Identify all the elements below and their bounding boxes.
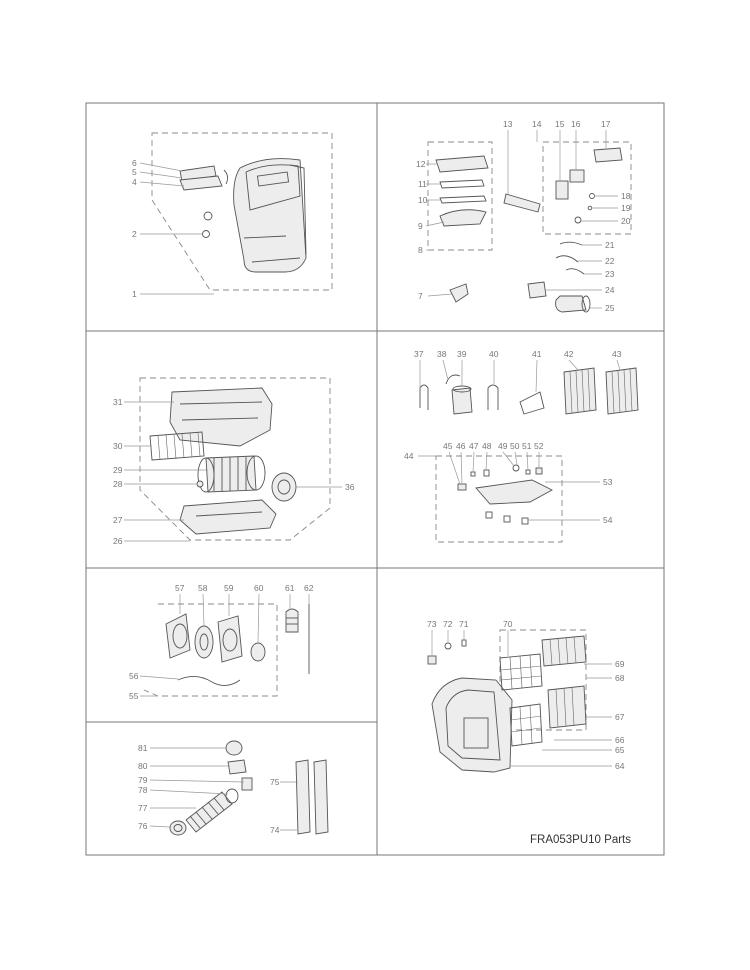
callout-43: 43: [612, 349, 622, 359]
panel-frames: [85, 102, 665, 856]
callout-65: 65: [615, 745, 625, 755]
callout-46: 46: [456, 441, 466, 451]
callout-20: 20: [621, 216, 631, 226]
callout-57: 57: [175, 583, 185, 593]
callout-17: 17: [601, 119, 611, 129]
callout-13: 13: [503, 119, 513, 129]
panel-controls: 12 11 10 9 8 7 13 14 15 16 17 18 19 20 2…: [416, 119, 632, 313]
callout-53: 53: [603, 477, 613, 487]
callout-28: 28: [113, 479, 123, 489]
callout-15: 15: [555, 119, 565, 129]
callout-16: 16: [571, 119, 581, 129]
callout-69: 69: [615, 659, 625, 669]
panel-cabinet: 6 5 4 2 1: [132, 132, 333, 299]
callout-44: 44: [404, 451, 414, 461]
rear-grille-67: [547, 685, 587, 729]
rear-grille-69: [541, 635, 587, 667]
callout-31: 31: [113, 397, 123, 407]
panel-fan-motor: 57 58 59 60 61 62 56 55: [129, 583, 314, 701]
callout-56: 56: [129, 671, 139, 681]
callout-4: 4: [132, 177, 137, 187]
callout-74: 74: [270, 825, 280, 835]
blower-wheel: [197, 455, 266, 493]
callout-76: 76: [138, 821, 148, 831]
rear-filter-70: [499, 653, 543, 691]
callout-42: 42: [564, 349, 574, 359]
callout-26: 26: [113, 536, 123, 546]
callout-23: 23: [605, 269, 615, 279]
callout-10: 10: [418, 195, 428, 205]
callout-21: 21: [605, 240, 615, 250]
callout-54: 54: [603, 515, 613, 525]
callout-80: 80: [138, 761, 148, 771]
callout-68: 68: [615, 673, 625, 683]
callout-60: 60: [254, 583, 264, 593]
panel-rear-cover: 73 72 71 70 69 68 67 66 65 64: [427, 619, 625, 773]
callout-49: 49: [498, 441, 508, 451]
panel-exhaust: 81 80 79 78 77 76 75 74: [138, 740, 329, 836]
callout-39: 39: [457, 349, 467, 359]
callout-45: 45: [443, 441, 453, 451]
callout-27: 27: [113, 515, 123, 525]
callout-48: 48: [482, 441, 492, 451]
callout-55: 55: [129, 691, 139, 701]
callout-11: 11: [418, 179, 427, 189]
condenser-fins: [611, 368, 633, 414]
callout-29: 29: [113, 465, 123, 475]
callout-38: 38: [437, 349, 447, 359]
callout-51: 51: [522, 441, 532, 451]
callout-67: 67: [615, 712, 625, 722]
callout-50: 50: [510, 441, 520, 451]
callout-73: 73: [427, 619, 437, 629]
callout-58: 58: [198, 583, 208, 593]
callout-66: 66: [615, 735, 625, 745]
callout-22: 22: [605, 256, 615, 266]
callout-9: 9: [418, 221, 423, 231]
callout-52: 52: [534, 441, 544, 451]
callout-78: 78: [138, 785, 148, 795]
callout-61: 61: [285, 583, 295, 593]
callout-79: 79: [138, 775, 148, 785]
callout-36: 36: [345, 482, 355, 492]
callout-47: 47: [469, 441, 479, 451]
callout-37: 37: [414, 349, 424, 359]
callout-24: 24: [605, 285, 615, 295]
diagram-caption: FRA053PU10 Parts: [530, 834, 631, 846]
callout-7: 7: [418, 291, 423, 301]
callout-19: 19: [621, 203, 631, 213]
filter-grid: [149, 431, 205, 461]
evaporator-fins: [569, 368, 591, 414]
callout-75: 75: [270, 777, 280, 787]
callout-18: 18: [621, 191, 631, 201]
callout-30: 30: [113, 441, 123, 451]
callout-14: 14: [532, 119, 542, 129]
callout-25: 25: [605, 303, 615, 313]
callout-59: 59: [224, 583, 234, 593]
callout-71: 71: [459, 619, 469, 629]
exhaust-hose: [185, 791, 233, 833]
callout-1: 1: [132, 289, 137, 299]
callout-5: 5: [132, 167, 137, 177]
callout-2: 2: [132, 229, 137, 239]
callout-64: 64: [615, 761, 625, 771]
callout-12: 12: [416, 159, 426, 169]
panel-blower: 31 30 29 28 27 26 36: [113, 377, 355, 546]
callout-72: 72: [443, 619, 453, 629]
callout-62: 62: [304, 583, 314, 593]
callout-41: 41: [532, 349, 542, 359]
callout-70: 70: [503, 619, 513, 629]
callout-8: 8: [418, 245, 423, 255]
panel-refrigeration: 37 38 39 40 41 42 43 44 45 46 47 48 49 5…: [404, 349, 639, 543]
callout-81: 81: [138, 743, 148, 753]
rear-filter-65: [509, 703, 543, 747]
callout-40: 40: [489, 349, 499, 359]
callout-6: 6: [132, 158, 137, 168]
callout-77: 77: [138, 803, 148, 813]
